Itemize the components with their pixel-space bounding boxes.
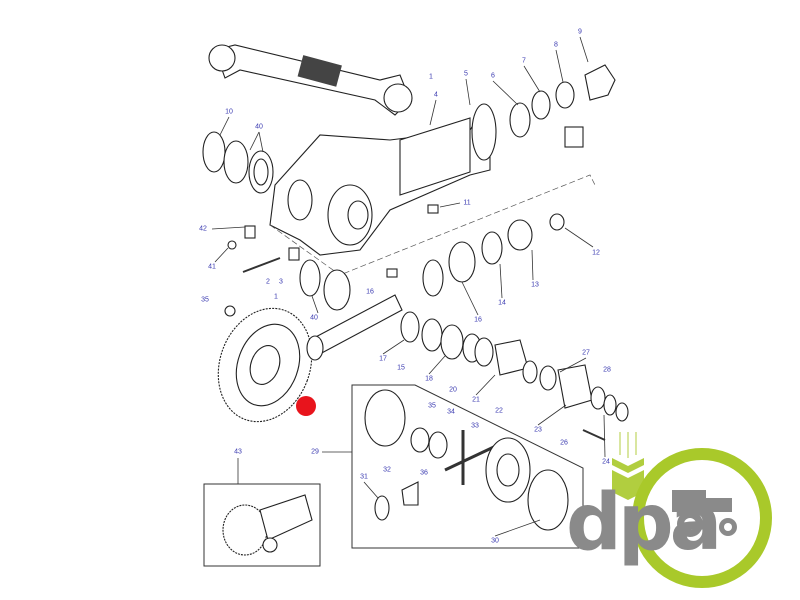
- callout-7: 7: [522, 57, 526, 65]
- callout-2: 2: [266, 278, 270, 286]
- callout-13: 13: [531, 281, 539, 289]
- callout-28: 28: [603, 366, 611, 374]
- callout-9: 9: [578, 28, 582, 36]
- callout-29: 29: [311, 448, 319, 456]
- shim-and-seal-stack: [400, 311, 629, 441]
- callout-1: 1: [429, 73, 433, 81]
- callout-18: 18: [425, 375, 433, 383]
- axle-overview-illustration: [208, 44, 413, 116]
- axle-housing: [269, 64, 616, 256]
- callout-43: 43: [234, 448, 242, 456]
- dpa-logo-text: dpa: [566, 478, 722, 568]
- callout-11: 11: [463, 199, 471, 207]
- callout-16: 16: [474, 316, 482, 324]
- callout-5: 5: [464, 70, 468, 78]
- leader-lines: [211, 36, 606, 537]
- callout-12: 12: [592, 249, 600, 257]
- callout-20: 20: [449, 386, 457, 394]
- callout-24: 24: [602, 458, 610, 466]
- callout-31: 31: [360, 473, 368, 481]
- callout-10: 10: [225, 108, 233, 116]
- callout-22: 22: [495, 407, 503, 415]
- callout-23: 23: [534, 426, 542, 434]
- callout-35: 35: [201, 296, 209, 304]
- dpa-logo-graphic: [612, 432, 772, 588]
- callout-8: 8: [554, 41, 558, 49]
- callout-30: 30: [491, 537, 499, 545]
- callout-40: 40: [310, 314, 318, 322]
- left-bearing-group: [202, 131, 274, 194]
- callout-21: 21: [472, 396, 480, 404]
- callout-26: 26: [560, 439, 568, 447]
- callout-35: 35: [428, 402, 436, 410]
- callout-15: 15: [397, 364, 405, 372]
- callout-6: 6: [491, 72, 495, 80]
- callout-17: 17: [379, 355, 387, 363]
- callout-42: 42: [199, 225, 207, 233]
- callout-16: 16: [366, 288, 374, 296]
- callout-1: 1: [274, 293, 278, 301]
- crown-wheel-and-pinion: [217, 294, 403, 423]
- assembly-inset: [203, 483, 321, 567]
- callout-3: 3: [279, 278, 283, 286]
- pinion-bearings: [299, 213, 565, 311]
- callout-34: 34: [447, 408, 455, 416]
- callout-33: 33: [471, 422, 479, 430]
- fasteners: [224, 204, 439, 317]
- callout-36: 36: [420, 469, 428, 477]
- callout-4: 4: [434, 91, 438, 99]
- callout-14: 14: [498, 299, 506, 307]
- callout-40: 40: [255, 123, 263, 131]
- callout-27: 27: [582, 349, 590, 357]
- callout-41: 41: [208, 263, 216, 271]
- differential-box: [351, 384, 584, 549]
- callout-32: 32: [383, 466, 391, 474]
